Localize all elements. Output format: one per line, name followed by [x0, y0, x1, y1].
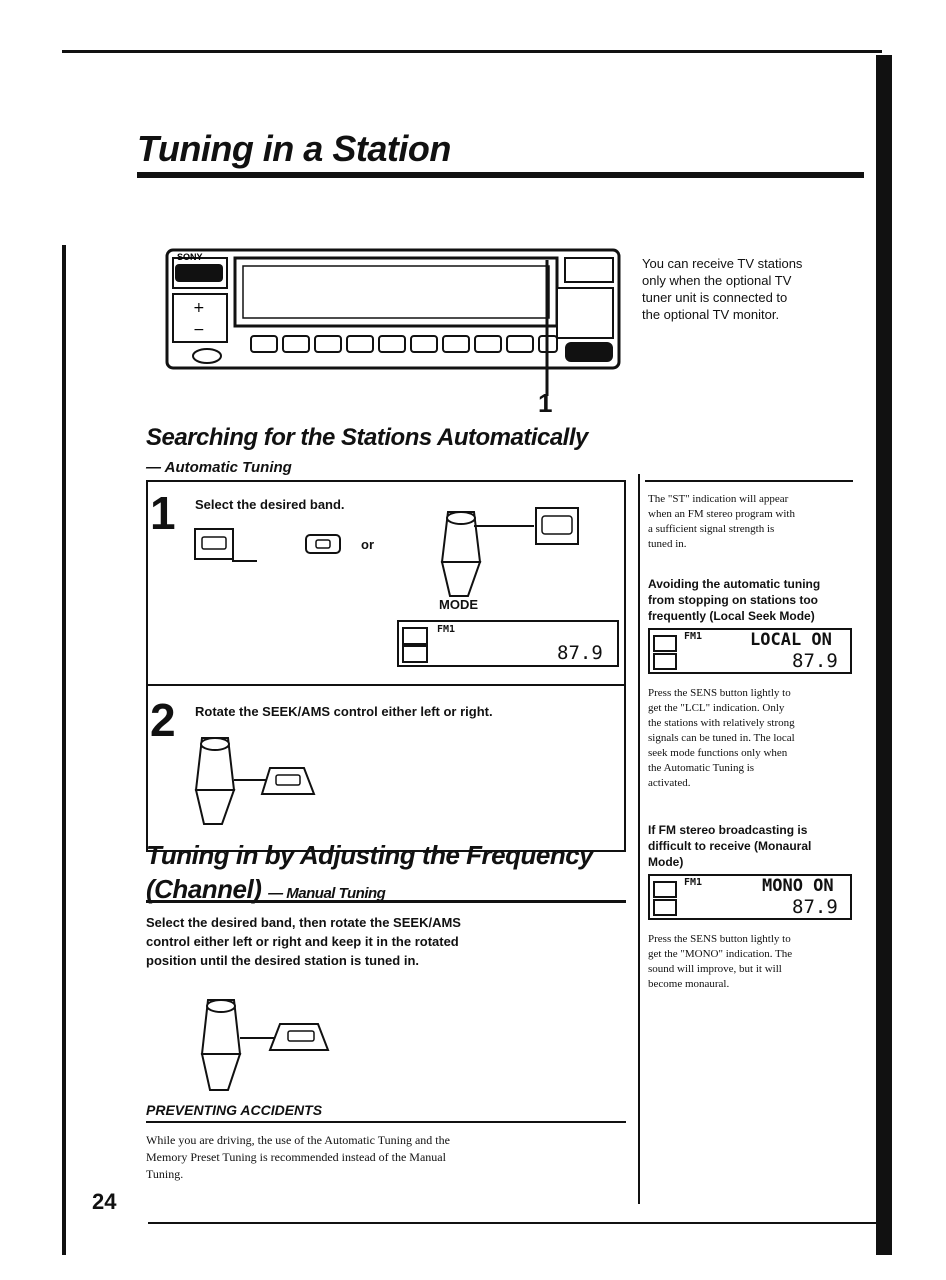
section-heading-automatic: Searching for the Stations Automatically [146, 424, 588, 451]
display-segments-icon [402, 627, 428, 663]
local-on-readout: LOCAL ON [750, 630, 832, 650]
svg-text:−: − [193, 322, 205, 338]
manual-underline [146, 900, 626, 903]
column-divider [638, 474, 640, 1204]
car-stereo-illustration: SONY + − [165, 248, 621, 396]
bottom-rule [148, 1222, 880, 1224]
step-1-display: FM1 87.9 [397, 620, 619, 667]
page-number: 24 [92, 1189, 117, 1214]
frequency-readout: 87.9 [792, 650, 838, 672]
right-edge-bar [876, 55, 892, 1255]
seek-ams-knob-illustration[interactable] [188, 728, 328, 828]
band-indicator: FM1 [684, 631, 703, 642]
title-underline [137, 172, 864, 178]
tv-button[interactable] [304, 533, 344, 555]
svg-text:+: + [193, 300, 205, 316]
mono-mode-display: FM1 MONO ON 87.9 [648, 874, 852, 920]
section-heading-manual: Tuning in by Adjusting the Frequency (Ch… [146, 840, 594, 904]
top-rule [62, 50, 882, 53]
step-2-number: 2 [150, 694, 176, 746]
brand-label: SONY [177, 252, 203, 262]
mode-label: MODE [439, 597, 478, 612]
mono-text: Press the SENS button lightly to get the… [648, 933, 793, 990]
or-label: or [361, 537, 374, 552]
tuner-button[interactable] [193, 527, 259, 565]
warning-underline [146, 1121, 626, 1123]
step-1-text: Select the desired band. [195, 497, 345, 512]
mode-knob-illustration[interactable] [434, 500, 594, 600]
manual-knob-illustration[interactable] [194, 990, 354, 1094]
local-mode-display: FM1 LOCAL ON 87.9 [648, 628, 852, 674]
display-segments-icon [653, 635, 677, 670]
mono-heading: If FM stereo broadcasting is difficult t… [648, 823, 812, 869]
stereo-indication-note: The "ST" indication will appear when an … [648, 493, 795, 550]
step-2-text: Rotate the SEEK/AMS control either left … [195, 704, 493, 719]
warning-heading: PREVENTING ACCIDENTS [146, 1102, 323, 1118]
section-subheading-automatic: — Automatic Tuning [146, 459, 292, 476]
frequency-readout: 87.9 [792, 896, 838, 918]
step-box [146, 480, 626, 852]
tv-note: You can receive TV stations only when th… [642, 256, 803, 322]
band-indicator: FM1 [684, 877, 703, 888]
callout-number: 1 [538, 388, 553, 418]
local-seek-heading: Avoiding the automatic tuning from stopp… [648, 577, 821, 623]
step-1-number: 1 [150, 487, 176, 539]
right-column-top-rule [645, 480, 853, 482]
manual-instruction: Select the desired band, then rotate the… [146, 915, 461, 968]
warning-text: While you are driving, the use of the Au… [146, 1133, 450, 1181]
mono-on-readout: MONO ON [762, 876, 834, 896]
local-seek-text: Press the SENS button lightly to get the… [648, 687, 795, 789]
step-divider [146, 684, 626, 686]
page-title: Tuning in a Station [137, 128, 451, 169]
left-edge-bar [62, 245, 66, 1255]
frequency-readout: 87.9 [557, 642, 603, 664]
display-segments-icon [653, 881, 677, 916]
band-indicator: FM1 [437, 624, 456, 635]
